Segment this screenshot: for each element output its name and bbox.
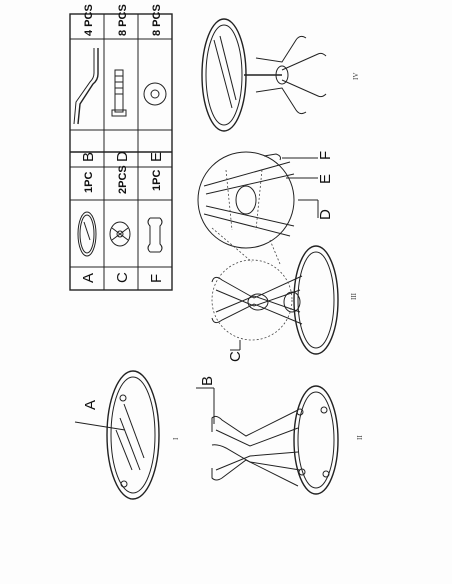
callout-d: D bbox=[317, 209, 334, 220]
zoom-detail: D E F bbox=[197, 151, 334, 265]
step-4-label: IV bbox=[352, 73, 360, 80]
step-3-connector-diagram: C III D E F bbox=[197, 151, 358, 362]
washer-icon bbox=[143, 82, 167, 106]
connector-plate-icon bbox=[109, 221, 131, 247]
step-2-label: II bbox=[356, 435, 364, 440]
part-b-letter: B bbox=[80, 152, 97, 162]
step-1-tabletop-diagram: A I bbox=[74, 370, 180, 500]
bolt-icon bbox=[111, 69, 127, 117]
callout-c: C bbox=[227, 351, 244, 362]
callout-f: F bbox=[317, 151, 334, 160]
part-a-qty: 1PC bbox=[83, 172, 95, 193]
step-2-legs-diagram: B II bbox=[196, 376, 364, 495]
part-f-qty: 1PC bbox=[151, 170, 163, 191]
parts-row-c-d: C 2PCS D 8 PCS bbox=[109, 4, 131, 283]
step-3-label: III bbox=[350, 292, 358, 300]
part-c-qty: 2PCS bbox=[117, 165, 129, 194]
step-1-label: I bbox=[172, 437, 180, 440]
parts-row-f-e: F 1PC E 8 PCS bbox=[143, 4, 167, 283]
glass-tabletop-icon bbox=[77, 211, 97, 257]
parts-table bbox=[69, 13, 173, 291]
callout-b: B bbox=[199, 376, 216, 386]
part-b-qty: 4 PCS bbox=[83, 4, 95, 36]
part-d-qty: 8 PCS bbox=[117, 4, 129, 36]
part-f-letter: F bbox=[148, 274, 165, 283]
part-e-qty: 8 PCS bbox=[151, 4, 163, 36]
bent-leg-icon bbox=[73, 48, 99, 125]
part-d-letter: D bbox=[114, 151, 131, 162]
callout-e: E bbox=[317, 174, 334, 184]
part-a-letter: A bbox=[80, 273, 97, 283]
parts-row-a-b: A 1PC B 4 PCS bbox=[73, 4, 99, 283]
part-c-letter: C bbox=[114, 272, 131, 283]
step-4-assembled-diagram: IV bbox=[201, 18, 360, 132]
spanner-icon bbox=[147, 217, 163, 253]
callout-a: A bbox=[82, 400, 99, 410]
part-e-letter: E bbox=[148, 152, 165, 162]
